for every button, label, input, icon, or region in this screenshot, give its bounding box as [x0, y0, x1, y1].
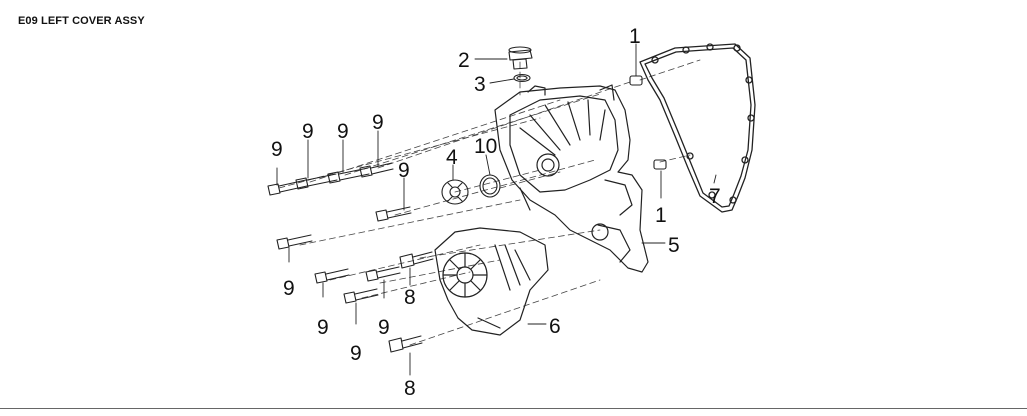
- filler-plug-part: [508, 46, 533, 70]
- callout-1-upper: 1: [629, 25, 641, 48]
- callout-7: 7: [709, 185, 721, 208]
- explosion-lines: [278, 59, 701, 346]
- bolt-9-i: [343, 288, 379, 304]
- callout-9-b: 9: [302, 120, 314, 143]
- spacer-part: [441, 179, 469, 205]
- callout-4: 4: [446, 146, 458, 169]
- bolt-9-b: [295, 173, 338, 190]
- bolt-8-a: [399, 251, 434, 269]
- callout-3: 3: [474, 73, 486, 96]
- callout-9-e: 9: [398, 159, 410, 182]
- callout-9-a: 9: [271, 138, 283, 161]
- bolt-9-h: [365, 266, 401, 282]
- bolt-9-f: [276, 234, 313, 250]
- bolt-9-e: [375, 206, 412, 222]
- callout-6: 6: [549, 315, 561, 338]
- page-title: E09 LEFT COVER ASSY: [18, 15, 145, 27]
- sprocket-cover-part: [434, 227, 549, 336]
- bolt-9-a: [267, 179, 308, 196]
- gasket-part: [639, 43, 756, 213]
- seal-ring-part: [479, 174, 501, 198]
- dowel-pin-upper: [629, 75, 643, 86]
- o-ring-part: [513, 73, 531, 83]
- callout-5: 5: [668, 234, 680, 257]
- callout-9-d: 9: [372, 111, 384, 134]
- callout-2: 2: [458, 49, 470, 72]
- callout-1-lower: 1: [655, 204, 667, 227]
- leader-lines: [276, 43, 717, 376]
- dowel-pin-lower: [653, 159, 667, 170]
- callout-labels: 1 1 2 3 4 5 6 7 8 8 9 9 9 9 9 9 9 9 9 10: [271, 25, 721, 400]
- callout-10: 10: [474, 135, 497, 158]
- callout-9-f: 9: [283, 277, 295, 300]
- callout-9-h: 9: [378, 316, 390, 339]
- callout-9-c: 9: [337, 120, 349, 143]
- callout-9-g: 9: [317, 316, 329, 339]
- bottom-divider: [0, 408, 1027, 409]
- bolt-9-d: [359, 162, 394, 178]
- bolt-9-g: [314, 268, 350, 284]
- callout-8-lower: 8: [404, 377, 416, 400]
- bolt-8-b: [388, 335, 423, 353]
- callout-8-upper: 8: [404, 286, 416, 309]
- callout-9-i: 9: [350, 342, 362, 365]
- left-cover-part: [494, 84, 649, 273]
- bolt-9-c: [327, 167, 370, 184]
